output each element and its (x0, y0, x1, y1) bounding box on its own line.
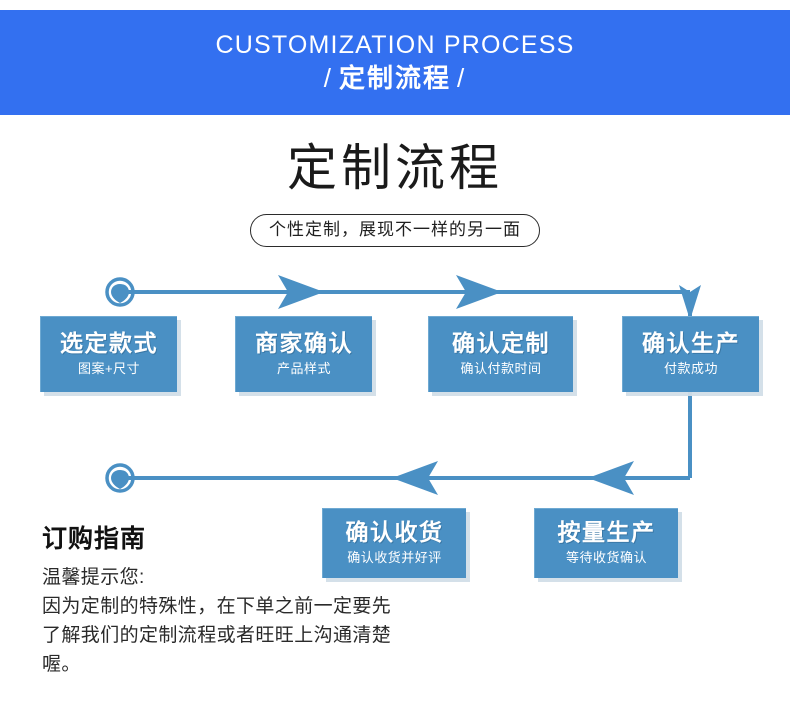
order-guide-line-4: 喔。 (42, 653, 81, 675)
process-step-1-subtitle: 图案+尺寸 (77, 361, 141, 377)
banner-chinese-text: 定制流程 (338, 62, 451, 93)
banner-slash-right: / (457, 62, 467, 93)
banner-english-title: CUSTOMIZATION PROCESS (215, 31, 575, 60)
process-step-3[interactable]: 确认定制 确认付款时间 (428, 316, 573, 392)
process-step-5[interactable]: 按量生产 等待收货确认 (534, 508, 678, 578)
order-guide-line-2: 因为定制的特殊性，在下单之前一定要先 (42, 595, 392, 617)
order-guide-title: 订购指南 (42, 525, 147, 553)
process-step-6[interactable]: 确认收货 确认收货并好评 (322, 508, 466, 578)
process-step-4-title: 确认生产 (642, 329, 740, 356)
process-step-3-title: 确认定制 (452, 329, 550, 356)
page-subtitle-pill: 个性定制，展现不一样的另一面 (250, 214, 540, 248)
page-subtitle-container: 个性定制，展现不一样的另一面 (0, 214, 790, 248)
process-step-3-subtitle: 确认付款时间 (460, 361, 542, 377)
flow-arrowhead-bottom-1 (588, 461, 634, 495)
flow-arrowhead-top-2 (456, 275, 502, 309)
order-guide-section: 订购指南 温馨提示您: 因为定制的特殊性，在下单之前一定要先 了解我们的定制流程… (42, 524, 472, 680)
process-step-2[interactable]: 商家确认 产品样式 (235, 316, 372, 392)
order-guide-line-1: 温馨提示您: (42, 567, 145, 588)
flow-arrowhead-top-1 (278, 275, 324, 309)
banner-chinese-title: /定制流程/ (318, 62, 472, 94)
flow-arrowhead-down-step4 (679, 285, 701, 320)
flow-start-circle-icon (105, 277, 135, 307)
process-step-6-subtitle: 确认收货并好评 (347, 550, 442, 566)
process-step-2-subtitle: 产品样式 (276, 361, 331, 377)
banner-slash-left: / (323, 62, 333, 93)
order-guide-line-3: 了解我们的定制流程或者旺旺上沟通清楚 (42, 624, 392, 646)
process-step-5-title: 按量生产 (557, 518, 656, 545)
process-step-6-title: 确认收货 (345, 518, 444, 545)
process-step-2-title: 商家确认 (255, 329, 353, 356)
process-step-5-subtitle: 等待收货确认 (565, 550, 647, 566)
process-step-4[interactable]: 确认生产 付款成功 (622, 316, 759, 392)
page-title: 定制流程 (287, 140, 503, 196)
process-step-4-subtitle: 付款成功 (663, 361, 718, 377)
process-step-1[interactable]: 选定款式 图案+尺寸 (40, 316, 177, 392)
process-step-1-title: 选定款式 (60, 329, 158, 356)
flow-end-circle-icon (105, 463, 135, 493)
flow-arrowhead-bottom-2 (392, 461, 438, 495)
page-banner: CUSTOMIZATION PROCESS /定制流程/ (0, 10, 790, 115)
